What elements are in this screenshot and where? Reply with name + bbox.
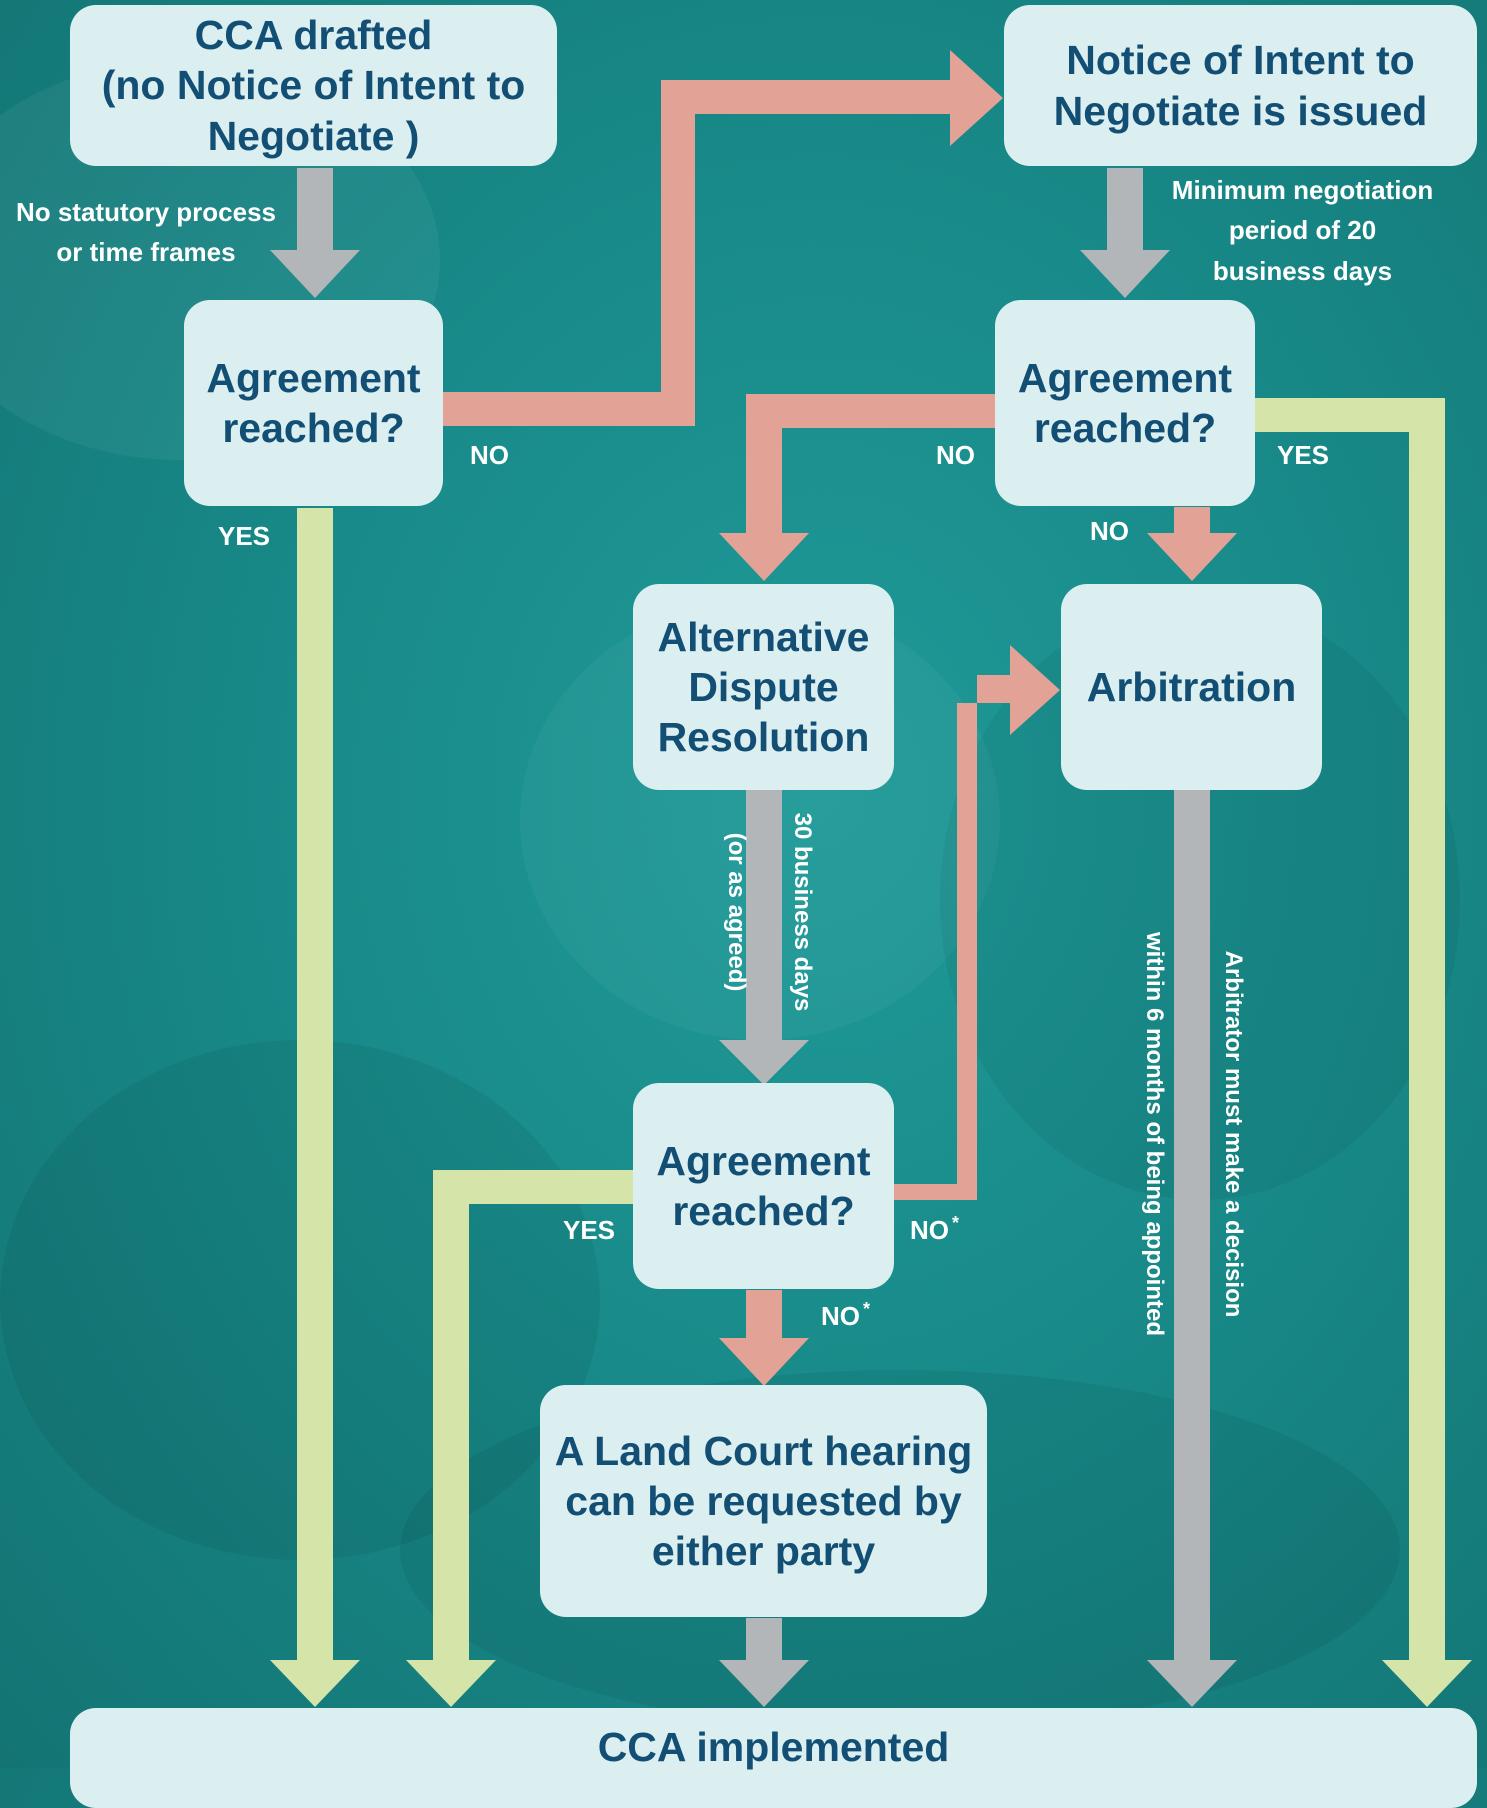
arbitrator-decision-label: Arbitrator must make a decision bbox=[1220, 950, 1247, 1318]
no-label-agreement-1: NO bbox=[470, 440, 509, 470]
cca-drafted-box: CCA drafted (no Notice of Intent to Nego… bbox=[70, 5, 557, 166]
adr-business-days-label: 30 business days bbox=[789, 812, 816, 1012]
arrow-agreement-2-no-to-arbitration bbox=[1147, 507, 1237, 581]
adr-box: Alternative Dispute Resolution bbox=[633, 584, 894, 790]
no-label-agreement-3-down: NO* bbox=[821, 1296, 870, 1336]
no-label-agreement-3-right-text: NO bbox=[910, 1215, 949, 1245]
asterisk-mark-down: * bbox=[863, 1299, 871, 1320]
agreement-reached-1-box: Agreement reached? bbox=[184, 300, 443, 506]
no-label-agreement-3-down-text: NO bbox=[821, 1301, 860, 1331]
arrow-agreement-2-no-to-adr bbox=[719, 394, 995, 581]
arrow-agreement-1-yes-to-implemented bbox=[270, 508, 360, 1707]
arrow-cca-to-agreement-1 bbox=[270, 168, 360, 298]
agreement-reached-3-text: Agreement reached? bbox=[656, 1137, 871, 1234]
asterisk-mark-right: * bbox=[952, 1213, 960, 1234]
no-label-agreement-2-down: NO bbox=[1090, 516, 1129, 546]
no-label-agreement-3-right: NO* bbox=[910, 1210, 959, 1250]
land-court-box: A Land Court hearing can be requested by… bbox=[540, 1385, 987, 1617]
cca-implemented-text: CCA implemented bbox=[597, 1724, 950, 1770]
agreement-reached-2-text: Agreement reached? bbox=[1017, 354, 1233, 451]
agreement-reached-3-box: Agreement reached? bbox=[633, 1083, 894, 1289]
arbitration-box: Arbitration bbox=[1061, 584, 1322, 790]
no-label-agreement-2-left: NO bbox=[936, 440, 975, 470]
arrow-notice-to-agreement-2 bbox=[1080, 168, 1170, 298]
arrow-agreement-1-no-to-notice bbox=[443, 50, 1003, 426]
agreement-reached-2-box: Agreement reached? bbox=[995, 300, 1255, 506]
arbitrator-months-label: within 6 months of being appointed bbox=[1141, 932, 1168, 1336]
arbitration-text: Arbitration bbox=[1086, 663, 1297, 710]
arrow-agreement-2-yes-to-implemented bbox=[1255, 398, 1472, 1707]
flow-arrows bbox=[270, 50, 1472, 1707]
agreement-reached-1-text: Agreement reached? bbox=[206, 354, 421, 451]
arrow-agreement-3-no-to-arbitration bbox=[894, 645, 1060, 1200]
arrow-land-court-to-implemented bbox=[719, 1618, 809, 1707]
land-court-text: A Land Court hearing can be requested by… bbox=[554, 1427, 973, 1574]
adr-text: Alternative Dispute Resolution bbox=[657, 613, 870, 760]
arrow-adr-to-agreement-3 bbox=[719, 790, 809, 1085]
notice-issued-box: Notice of Intent to Negotiate is issued bbox=[1004, 5, 1477, 166]
adr-as-agreed-label: (or as agreed) bbox=[723, 832, 750, 992]
cca-implemented-box: CCA implemented bbox=[70, 1708, 1477, 1808]
arrow-agreement-3-yes-to-implemented bbox=[406, 1170, 634, 1707]
yes-label-agreement-2: YES bbox=[1277, 440, 1330, 470]
cca-drafted-text: CCA drafted (no Notice of Intent to Nego… bbox=[101, 12, 526, 159]
no-statutory-process-label: No statutory process or time frames bbox=[15, 197, 277, 268]
yes-label-agreement-1: YES bbox=[218, 521, 271, 551]
notice-issued-text: Notice of Intent to Negotiate is issued bbox=[1053, 37, 1428, 134]
arrow-agreement-3-no-to-land-court bbox=[719, 1290, 809, 1386]
arrow-arbitration-to-implemented bbox=[1147, 790, 1237, 1707]
minimum-negotiation-label: Minimum negotiation period of 20 busines… bbox=[1171, 175, 1434, 286]
yes-label-agreement-3: YES bbox=[563, 1215, 616, 1245]
